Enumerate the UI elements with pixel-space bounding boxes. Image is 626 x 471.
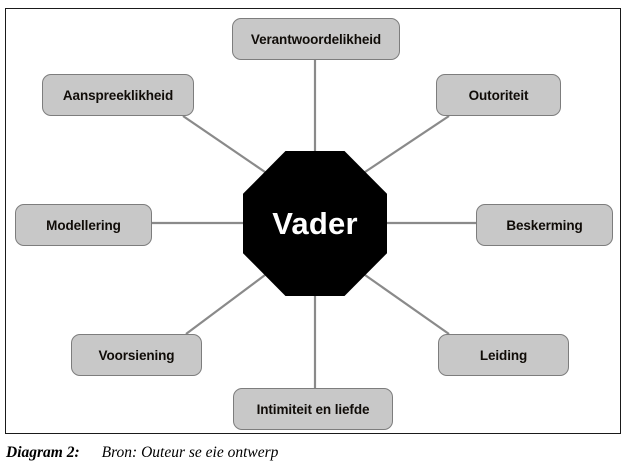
- node-intimiteit-en-liefde[interactable]: Intimiteit en liefde: [233, 388, 393, 430]
- node-label: Voorsiening: [98, 347, 175, 363]
- connector-lines: [152, 60, 476, 388]
- connector-leiding: [364, 274, 450, 335]
- figure-caption: Diagram 2: Bron: Outeur se eie ontwerp: [6, 441, 606, 465]
- node-label: Verantwoordelikheid: [250, 31, 382, 47]
- node-leiding[interactable]: Leiding: [438, 334, 569, 376]
- node-label: Outoriteit: [468, 87, 529, 103]
- node-label: Aanspreeklikheid: [62, 87, 174, 103]
- node-modellering[interactable]: Modellering: [15, 204, 152, 246]
- node-beskerming[interactable]: Beskerming: [476, 204, 613, 246]
- node-label: Leiding: [479, 347, 528, 363]
- connector-aanspreeklikheid: [182, 115, 266, 173]
- node-label: Intimiteit en liefde: [256, 401, 370, 417]
- node-label: Modellering: [46, 217, 121, 233]
- node-voorsiening[interactable]: Voorsiening: [71, 334, 202, 376]
- octagon-shape: [243, 151, 387, 296]
- node-outoriteit[interactable]: Outoriteit: [436, 74, 561, 116]
- node-aanspreeklikheid[interactable]: Aanspreeklikheid: [42, 74, 194, 116]
- center-node-vader[interactable]: Vader: [243, 151, 387, 296]
- connector-voorsiening: [185, 274, 266, 335]
- caption-label: Diagram 2:: [6, 444, 80, 461]
- node-label: Beskerming: [506, 217, 583, 233]
- connector-outoriteit: [364, 115, 450, 173]
- node-verantwoordelikheid[interactable]: Verantwoordelikheid: [232, 18, 400, 60]
- caption-source: Bron: Outeur se eie ontwerp: [101, 444, 279, 461]
- center-node-label: Vader: [272, 206, 358, 241]
